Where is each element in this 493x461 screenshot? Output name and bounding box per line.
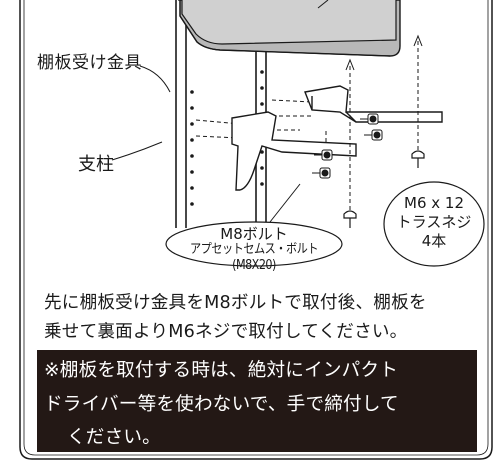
warning-line-2: ドライバー等を使わないで、手で締付して <box>44 394 399 415</box>
bolt-callout: M8ボルト アプセットセムス・ボルト(M8X20) <box>168 226 340 274</box>
bolt-callout-pointer <box>269 183 301 223</box>
page-border <box>19 0 493 460</box>
warning-line-1: ※棚板を取付する時は、絶対にインパクト <box>44 360 399 381</box>
bolt-callout-spec: アプセットセムス・ボルト(M8X20) <box>190 242 318 273</box>
bracket-left <box>231 111 357 191</box>
screw-icons <box>343 150 425 228</box>
bolt-callout-title: M8ボルト <box>220 225 288 243</box>
bracket-leader-line <box>139 65 171 93</box>
bolt-callout-bubble <box>165 221 343 267</box>
bracket-label: 棚板受け金具 <box>37 53 142 73</box>
warning-box: ※棚板を取付する時は、絶対にインパクト ドライバー等を使わないで、手で締付して … <box>37 350 477 452</box>
screw-callout-qty: 4本 <box>421 232 447 250</box>
pillar-leader-line <box>111 141 163 161</box>
page-border-inner <box>23 0 489 456</box>
warning-line-3: ください。 <box>67 427 161 448</box>
screw-callout-bubble <box>383 181 485 267</box>
screw-callout-type: トラスネジ <box>396 213 472 231</box>
instruction-line-1: 先に棚板受け金具をM8ボルトで取付後、棚板を <box>44 293 427 313</box>
bolt-icons <box>312 113 383 179</box>
shelf-board <box>178 0 401 57</box>
screw-callout: M6 x 12 トラスネジ 4本 <box>386 194 482 251</box>
bracket-right <box>304 85 443 123</box>
pillar-label: 支柱 <box>78 154 114 175</box>
instruction-line-2: 乗せて裏面よりM6ネジで取付してください。 <box>44 322 408 342</box>
screw-callout-size: M6 x 12 <box>404 194 464 212</box>
screw-arrows <box>345 34 423 210</box>
